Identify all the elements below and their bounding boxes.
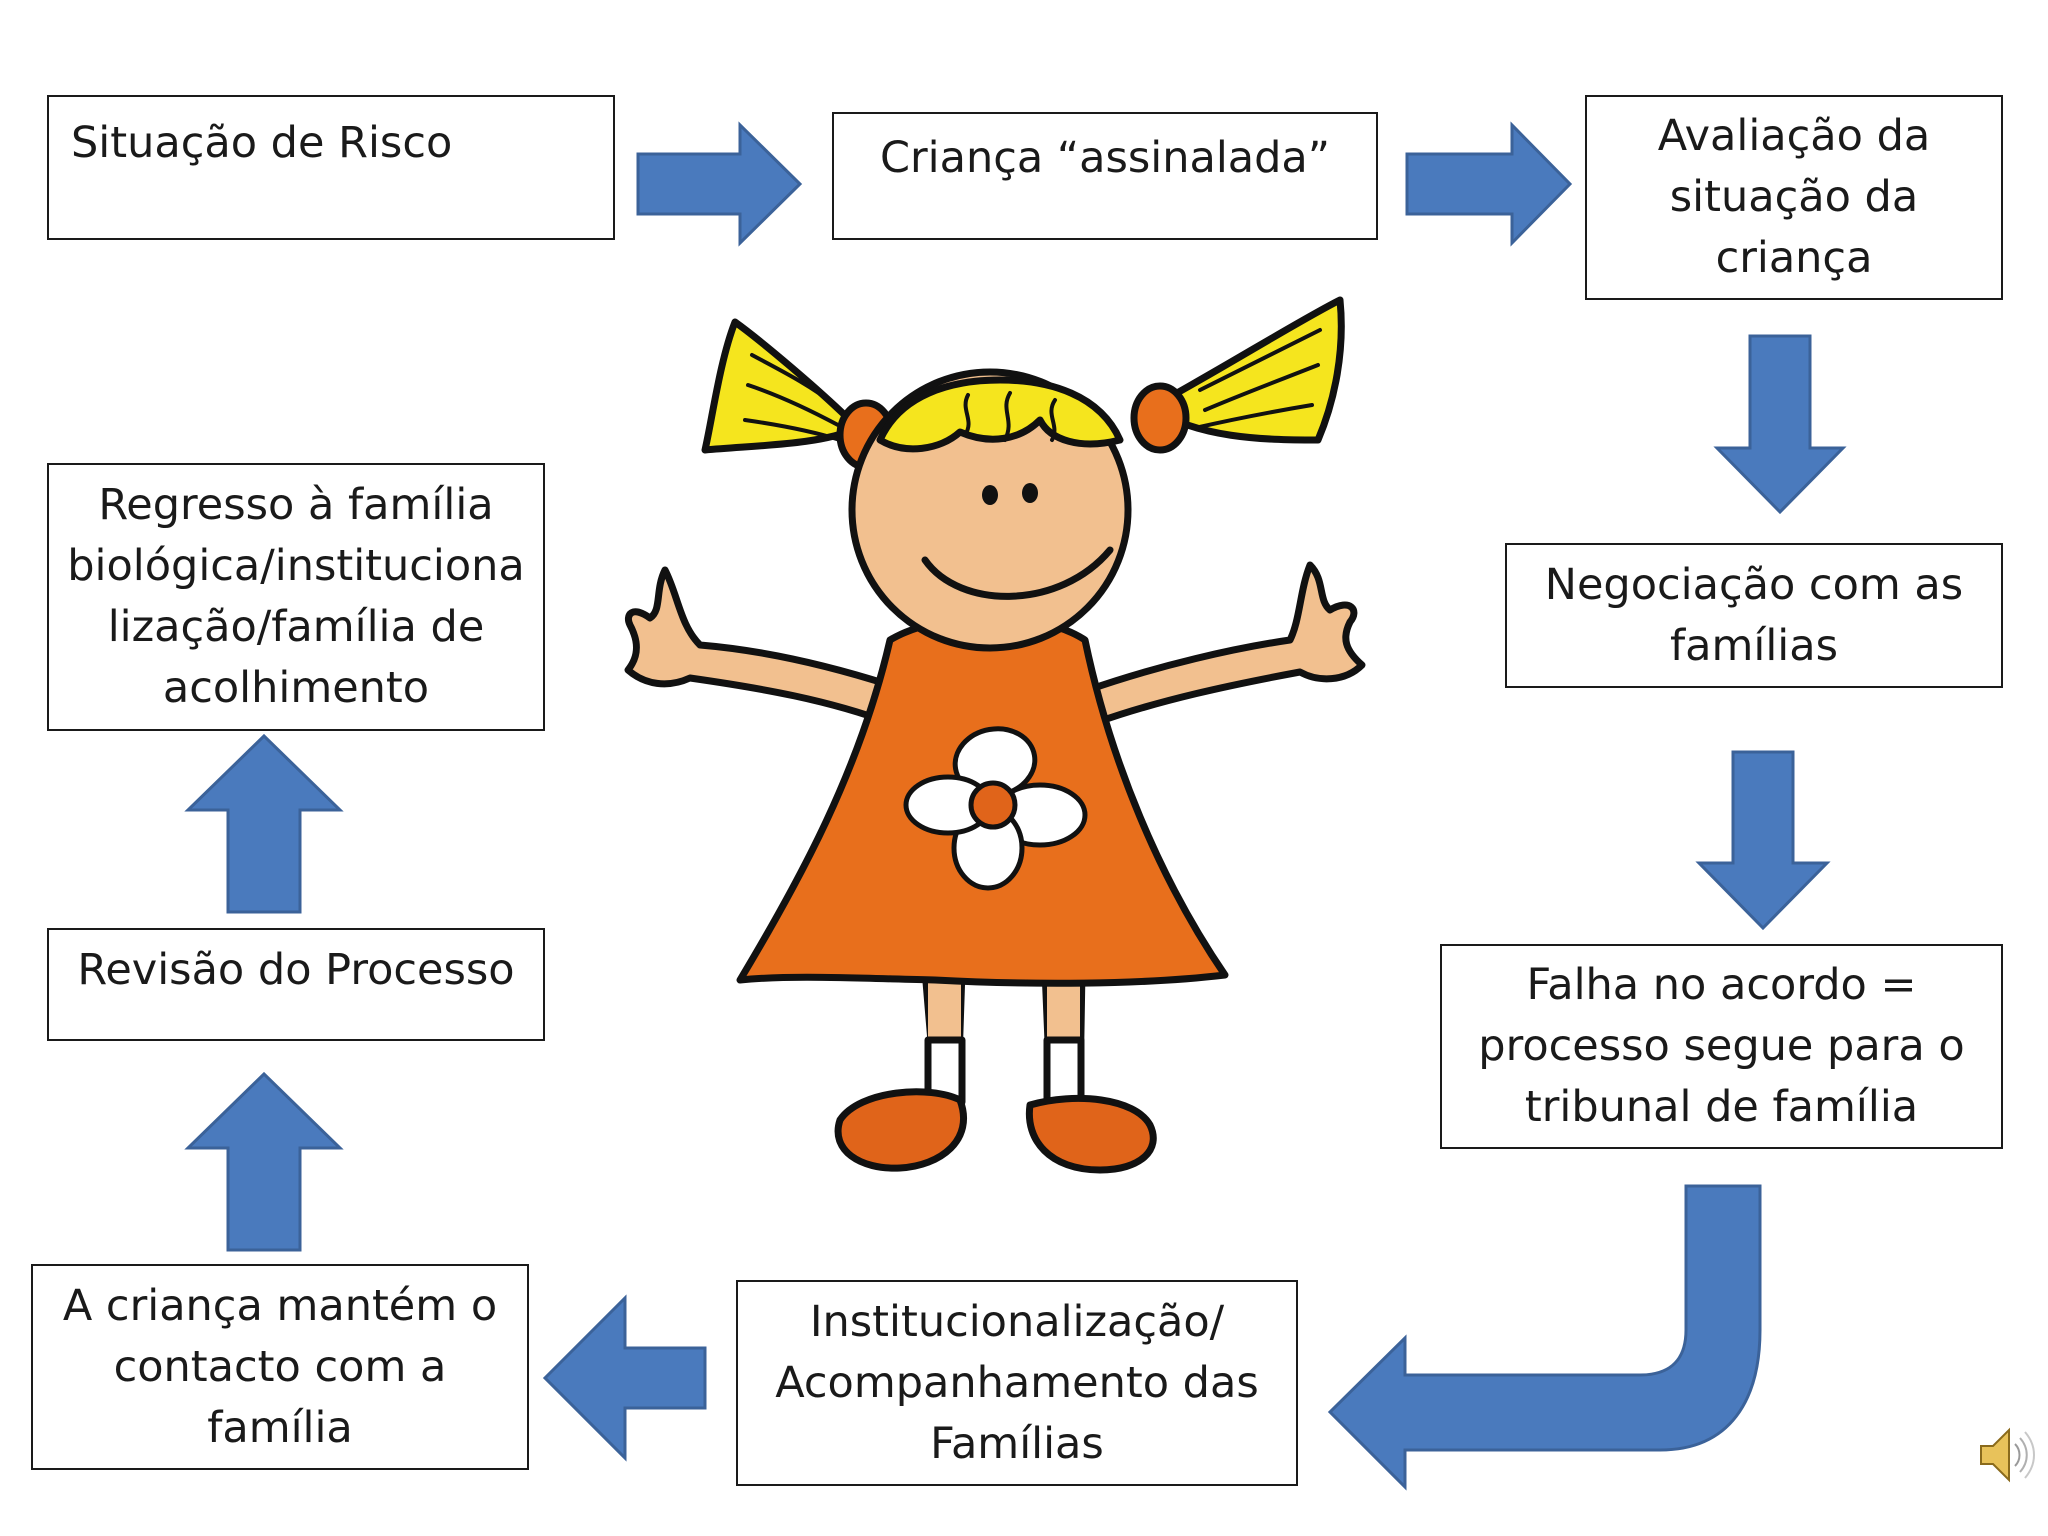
arrow-contact-to-review [184, 1071, 344, 1252]
arrow-institutionalization-to-contact [542, 1294, 707, 1462]
box-assessment-line: criança [1715, 233, 1873, 283]
box-institutionalization: Institucionalização/ Acompanhamento das … [736, 1280, 1298, 1486]
box-assessment-line: Avaliação da [1657, 111, 1931, 161]
box-process-review: Revisão do Processo [47, 928, 545, 1041]
box-institutionalization-line: Acompanhamento das [775, 1357, 1259, 1408]
left-arm [624, 566, 909, 729]
box-assessment: Avaliação da situação da criança [1585, 95, 2003, 300]
right-pigtail [1146, 296, 1345, 444]
box-agreement-failure: Falha no acordo = processo segue para o … [1440, 944, 2003, 1149]
box-agreement-failure-line: Falha no acordo = [1526, 960, 1917, 1010]
dress-flower [903, 726, 1088, 891]
box-return-family-line: Regresso à família [98, 480, 494, 530]
arrow-risk-to-flagged [636, 121, 803, 247]
box-risk-situation: Situação de Risco [47, 95, 615, 240]
smile [921, 546, 1114, 600]
box-institutionalization-line: Institucionalização/ [809, 1296, 1225, 1347]
arrow-assessment-to-negotiation [1713, 334, 1847, 515]
left-shoe [834, 1088, 968, 1172]
box-assessment-line: situação da [1669, 172, 1919, 222]
left-eye [982, 485, 998, 505]
speaker-icon[interactable] [1975, 1420, 2035, 1490]
box-agreement-failure-line: tribunal de família [1524, 1082, 1919, 1132]
box-family-contact: A criança mantém o contacto com a famíli… [31, 1264, 529, 1470]
box-negotiation-line: famílias [1670, 620, 1838, 671]
box-negotiation-line: Negociação com as [1544, 559, 1964, 610]
box-return-family-line: lização/família de [107, 602, 485, 652]
hair-top [876, 376, 1124, 453]
right-hair-tie [1130, 382, 1190, 454]
box-flagged-child-label: Criança “assinalada” [879, 133, 1331, 183]
box-family-contact-line: contacto com a [113, 1341, 447, 1392]
box-flagged-child: Criança “assinalada” [832, 112, 1378, 240]
box-return-family-line: acolhimento [162, 663, 430, 713]
box-return-family-line: biológica/instituciona [67, 541, 525, 591]
box-negotiation: Negociação com as famílias [1505, 543, 2003, 688]
right-sock [1043, 1036, 1085, 1106]
box-institutionalization-line: Famílias [930, 1418, 1104, 1469]
box-family-contact-line: A criança mantém o [62, 1280, 498, 1331]
box-risk-situation-label: Situação de Risco [71, 118, 453, 168]
box-family-contact-line: família [207, 1402, 353, 1453]
box-return-family: Regresso à família biológica/institucion… [47, 463, 545, 731]
box-process-review-label: Revisão do Processo [77, 945, 515, 995]
right-arm [1084, 561, 1366, 726]
right-eye [1022, 483, 1038, 503]
arrow-flagged-to-assessment [1405, 121, 1573, 247]
right-shoe [1025, 1094, 1157, 1174]
arrow-negotiation-to-failure [1695, 750, 1831, 931]
arrow-review-to-return [184, 733, 344, 914]
left-pigtail [701, 318, 862, 454]
box-agreement-failure-line: processo segue para o [1478, 1021, 1965, 1071]
arrow-failure-to-institutionalization [1327, 1184, 1762, 1491]
